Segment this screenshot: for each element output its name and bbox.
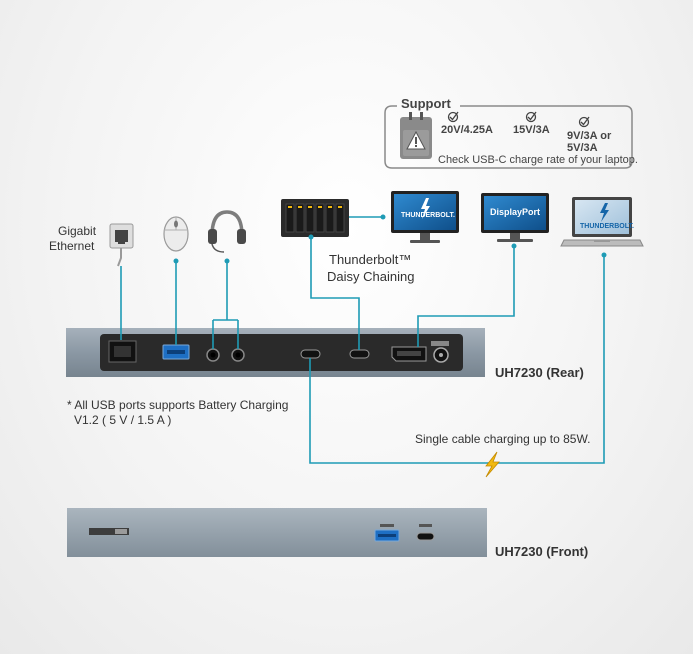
rear-displayport-port (391, 346, 427, 362)
rear-thunderbolt-port-1 (300, 349, 321, 359)
dock-front (67, 508, 487, 557)
rear-thunderbolt-port-2 (349, 349, 370, 359)
monitor1-brand-text: THUNDERBOLT. (401, 212, 455, 219)
front-usb-c-port (416, 524, 435, 541)
usb-note-line2: V1.2 ( 5 V / 1.5 A ) (74, 413, 172, 427)
cable-lines (120, 216, 605, 464)
mouse-icon (163, 216, 189, 252)
raid-storage-icon (281, 199, 349, 237)
check-icon (447, 111, 459, 123)
headset-icon (208, 210, 246, 253)
daisy-chain-label-line1: Thunderbolt™ (329, 252, 412, 267)
thunderbolt-monitor-icon (391, 191, 459, 243)
rate-9v: 9V/3A or (567, 130, 612, 142)
rear-rj45-port (108, 340, 137, 363)
ethernet-jack-icon (109, 223, 134, 267)
support-box (384, 105, 633, 169)
usb-note-line1: * All USB ports supports Battery Chargin… (67, 398, 289, 412)
ethernet-label-line2: Ethernet (49, 239, 95, 253)
displayport-monitor-icon (481, 193, 549, 242)
support-note: Check USB-C charge rate of your laptop. (438, 154, 638, 166)
monitor2-brand-text: DisplayPort (490, 207, 541, 217)
headset-cable (212, 261, 239, 349)
laptop-brand-text: THUNDERBOLT. (580, 223, 634, 230)
rear-mic-jack (206, 348, 220, 362)
daisy-chain-label-line2: Daisy Chaining (327, 269, 415, 284)
rate-15v: 15V/3A (513, 124, 550, 136)
front-usb-a-port (374, 524, 400, 542)
support-title: Support (401, 96, 451, 111)
rear-model-label: UH7230 (Rear) (495, 365, 584, 380)
rear-dc-in-port (431, 341, 449, 363)
single-cable-label: Single cable charging up to 85W. (415, 432, 591, 446)
displayport-cable (417, 246, 515, 347)
front-model-label: UH7230 (Front) (495, 544, 589, 559)
laptop-charge-cable (309, 255, 605, 464)
rear-audio-jack (231, 348, 245, 362)
daisy-chain-cable (310, 237, 360, 350)
ethernet-label-line1: Gigabit (58, 224, 97, 238)
rear-usb-a-port (162, 344, 190, 360)
power-adapter-icon (400, 112, 432, 159)
lightning-bolt-icon (485, 451, 500, 478)
check-icon (578, 116, 590, 128)
check-icon (525, 111, 537, 123)
laptop-icon (560, 197, 644, 247)
rate-5v: 5V/3A (567, 142, 598, 154)
cable-endpoints (173, 214, 607, 264)
rate-20v: 20V/4.25A (441, 124, 493, 136)
